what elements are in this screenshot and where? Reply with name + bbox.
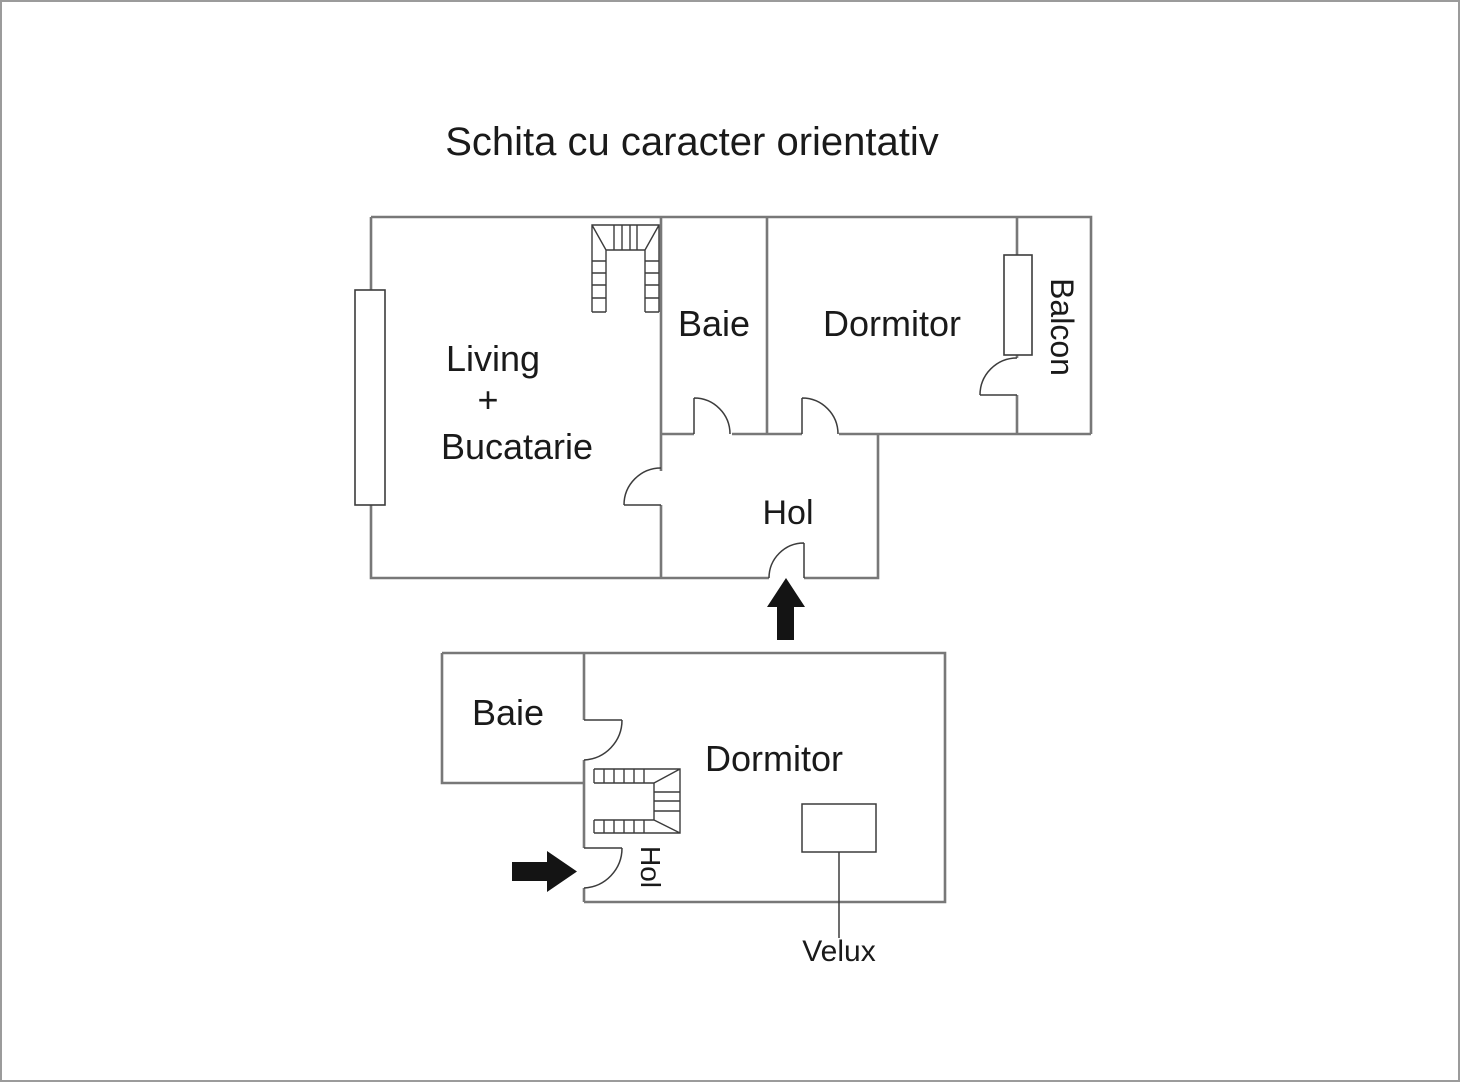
room-label-living: Living	[445, 338, 541, 379]
upper-floor-windows	[354, 254, 1033, 506]
velux-skylight-icon	[801, 803, 877, 853]
room-label-hol-upper: Hol	[762, 494, 814, 532]
room-label-baie-lower: Baie	[471, 692, 545, 733]
lower-floor-doors	[583, 719, 623, 889]
door-arc-baie-lower	[583, 719, 623, 761]
window-icon	[354, 289, 386, 506]
staircase-outline	[591, 224, 660, 313]
room-label-baie-upper: Baie	[677, 303, 751, 344]
staircase-upper-icon	[591, 224, 660, 313]
room-label-bucatarie: Bucatarie	[440, 426, 594, 467]
staircase-treads	[603, 769, 680, 833]
velux-label: Velux	[802, 935, 876, 968]
upper-floor-doors	[623, 357, 1018, 579]
door-arc-dormitor-upper	[801, 397, 839, 435]
door-arc-entrance-upper	[768, 542, 805, 579]
arrows	[512, 578, 805, 892]
lower-floor-walls	[440, 651, 947, 904]
room-label-dormitor-lower: Dormitor	[704, 738, 844, 779]
up-arrow-icon	[767, 578, 805, 640]
staircase-lower-icon	[593, 768, 681, 834]
upper-floor-plan	[354, 215, 1093, 580]
room-label-living-plus: +	[477, 379, 499, 420]
entrance-arrow-icon	[512, 851, 577, 892]
room-label-hol-lower: Hol	[635, 845, 666, 889]
sketch-title: Schita cu caracter orientativ	[445, 120, 939, 164]
door-arc-entrance-lower	[583, 847, 623, 889]
window-icon	[1003, 254, 1033, 356]
door-arc-baie-upper	[693, 397, 731, 435]
room-label-balcon: Balcon	[1044, 278, 1080, 376]
room-label-dormitor-upper: Dormitor	[822, 303, 962, 344]
lower-outer-walls	[440, 651, 947, 904]
door-arc-living	[623, 467, 662, 506]
staircase-treads	[592, 225, 659, 299]
lower-floor-plan	[440, 651, 947, 938]
velux-group	[801, 803, 877, 938]
door-arc-balcony	[979, 357, 1018, 396]
